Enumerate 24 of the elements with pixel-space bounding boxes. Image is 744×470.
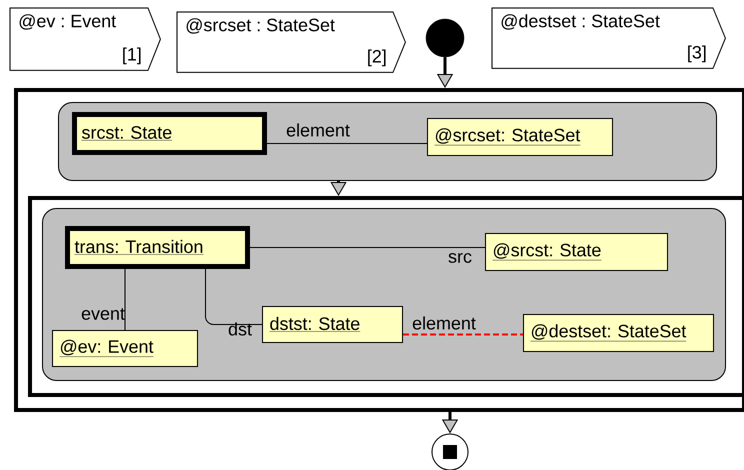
parameter-box: @srcset : StateSet [2] [176, 12, 406, 73]
stop-node [432, 434, 468, 470]
start-node [426, 18, 464, 58]
link-line [403, 334, 523, 336]
edge-label: event [82, 308, 125, 320]
parameter-box: @destset : StateSet [3] [492, 8, 726, 69]
link-line [266, 143, 428, 144]
parameter-box: @ev : Event [1] [10, 8, 161, 71]
edge-label: element [412, 316, 476, 330]
object-box: @srcset: StateSet [427, 118, 613, 156]
edge-label: element [286, 123, 350, 137]
link-line [124, 268, 126, 330]
link-line [250, 247, 486, 248]
edge-label: dst [228, 322, 252, 336]
object-box: dstst: State [262, 306, 403, 343]
edge-label: src [448, 253, 472, 263]
object-box: @destset: StateSet [523, 314, 714, 352]
object-box: @ev: Event [52, 330, 198, 367]
link-line [205, 268, 262, 325]
object-box: trans: Transition [65, 226, 250, 269]
object-box: srcst: State [72, 112, 267, 155]
object-box: @srcst: State [485, 233, 668, 271]
activity-frame [14, 88, 744, 412]
activity-frame [28, 196, 744, 397]
